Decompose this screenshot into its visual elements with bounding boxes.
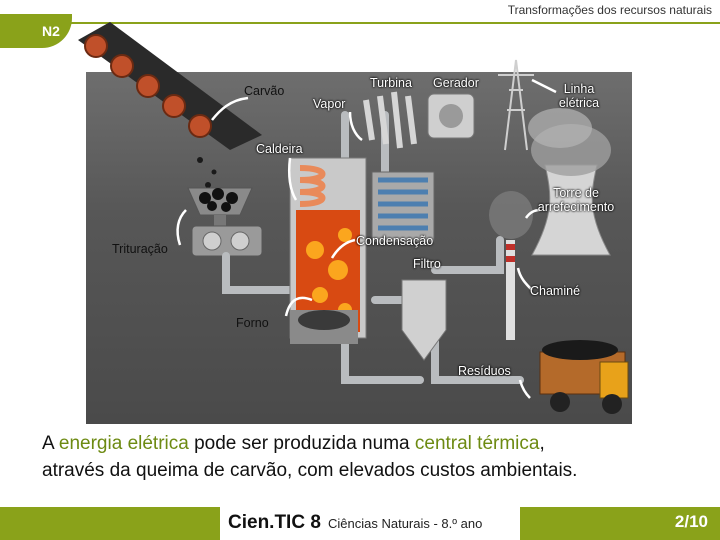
footer-brand: Cien.TIC 8 <box>228 512 321 534</box>
crusher-icon <box>192 226 262 256</box>
page-number: 2/10 <box>675 512 708 532</box>
label-chimney: Chaminé <box>530 284 580 298</box>
footer-subtitle: Ciências Naturais - 8.º ano <box>328 516 482 531</box>
label-coal: Carvão <box>244 84 284 98</box>
power-line-tower-icon <box>498 60 534 150</box>
caption-highlight-electric-energy: energia elétrica <box>59 433 189 454</box>
label-condensation: Condensação <box>356 234 433 248</box>
condenser-icon <box>372 172 434 242</box>
label-steam: Vapor <box>313 97 345 111</box>
label-generator: Gerador <box>433 76 479 90</box>
truck-icon <box>540 340 628 414</box>
label-turbine: Turbina <box>370 76 412 90</box>
coal-hopper-icon <box>188 188 252 227</box>
label-power-line: Linha elétrica <box>550 82 608 110</box>
caption-part: pode ser produzida numa <box>189 433 415 454</box>
filter-icon <box>402 280 446 360</box>
caption-part: A <box>42 433 59 454</box>
label-boiler: Caldeira <box>256 142 303 156</box>
turbine-icon <box>366 92 414 148</box>
label-furnace: Forno <box>236 316 269 330</box>
chimney-icon <box>489 191 533 340</box>
caption-part: , <box>539 433 544 454</box>
caption-text: A energia elétrica pode ser produzida nu… <box>42 430 702 484</box>
cooling-tower-icon <box>528 108 611 255</box>
ash-heap-icon <box>290 310 358 344</box>
label-filter: Filtro <box>413 257 441 271</box>
caption-highlight-thermal-plant: central térmica <box>415 433 540 454</box>
label-cooling-tower: Torre de arrefecimento <box>528 186 624 214</box>
generator-icon <box>428 94 474 138</box>
caption-part: através da queima de carvão, com elevado… <box>42 460 577 481</box>
label-crushing: Trituração <box>112 242 168 256</box>
coal-conveyor-icon <box>78 22 262 201</box>
label-residues: Resíduos <box>458 364 511 378</box>
